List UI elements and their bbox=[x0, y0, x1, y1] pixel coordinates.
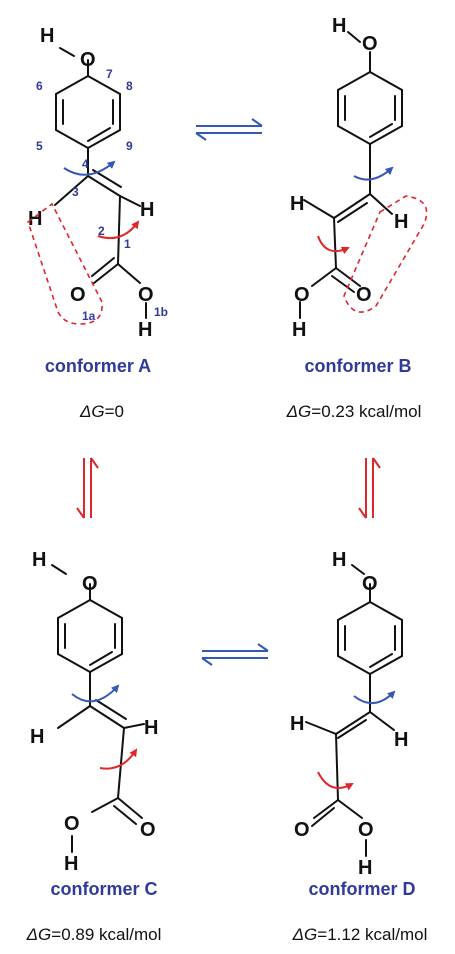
rotation-arrow-blue-b bbox=[353, 166, 394, 181]
atom-h-3-d: H bbox=[394, 729, 408, 751]
atom-h-acid-c: H bbox=[64, 853, 78, 875]
energy-symbol-b: ΔG bbox=[286, 402, 312, 421]
atom-number-1: 1 bbox=[124, 237, 131, 251]
atom-h-hydroxyl-c: H bbox=[32, 549, 46, 571]
atom-h-3-b: H bbox=[394, 211, 408, 233]
energy-symbol-d: ΔG bbox=[292, 925, 318, 944]
atom-o-hydroxyl-acid-c: O bbox=[64, 813, 80, 835]
energy-symbol-c: ΔG bbox=[26, 925, 52, 944]
atom-number-6: 6 bbox=[36, 79, 43, 93]
atom-number-4: 4 bbox=[82, 157, 89, 171]
energy-value-b: =0.23 kcal/mol bbox=[311, 402, 421, 421]
equilibrium-arrow-a-b bbox=[195, 118, 263, 141]
rotation-arrow-red-c bbox=[99, 748, 138, 770]
label-1a: 1a bbox=[82, 309, 96, 323]
molecule-conformer-d: H O H H O O H bbox=[290, 549, 408, 879]
conformer-b-label: conformer B bbox=[304, 356, 411, 376]
atom-o-carbonyl-b: O bbox=[356, 284, 372, 306]
atom-o-hydroxyl-c: O bbox=[82, 573, 98, 595]
atom-number-9: 9 bbox=[126, 139, 133, 153]
conformer-a-energy: ΔG=0 bbox=[79, 402, 124, 421]
energy-value-a: =0 bbox=[105, 402, 124, 421]
atom-h-2-c: H bbox=[144, 717, 158, 739]
equilibrium-arrow-c-d bbox=[201, 643, 269, 666]
atom-h-1b-a: H bbox=[138, 319, 152, 341]
atom-o-hydroxyl-a: O bbox=[80, 49, 96, 71]
atom-number-2: 2 bbox=[98, 224, 105, 238]
atom-h-hydroxyl-b: H bbox=[332, 15, 346, 37]
molecule-conformer-a: H O H H O O H 1a 1b 1 2 3 4 5 6 7 8 9 bbox=[27, 25, 168, 341]
atom-h-acid-d: H bbox=[358, 857, 372, 879]
atom-o-hydroxyl-acid-b: O bbox=[294, 284, 310, 306]
conformer-b-energy: ΔG=0.23 kcal/mol bbox=[286, 402, 422, 421]
rotation-arrow-blue-d bbox=[353, 690, 396, 704]
rotation-arrow-blue-c bbox=[71, 684, 120, 703]
atom-number-8: 8 bbox=[126, 79, 133, 93]
energy-value-d: =1.12 kcal/mol bbox=[317, 925, 427, 944]
conformer-a-label: conformer A bbox=[45, 356, 151, 376]
rotation-arrow-red-a bbox=[97, 220, 140, 240]
rotation-arrow-red-b bbox=[317, 235, 350, 255]
atom-h-3-c: H bbox=[30, 726, 44, 748]
atom-o-1b-a: O bbox=[138, 284, 154, 306]
atom-o-carbonyl-d: O bbox=[294, 819, 310, 841]
atom-o-hydroxyl-d: O bbox=[362, 573, 378, 595]
energy-value-c: =0.89 kcal/mol bbox=[51, 925, 161, 944]
rotation-arrow-blue-a bbox=[63, 160, 116, 176]
energy-symbol-a: ΔG bbox=[79, 402, 105, 421]
atom-h-acid-b: H bbox=[292, 319, 306, 341]
atom-h-2-b: H bbox=[290, 193, 304, 215]
atom-number-3: 3 bbox=[72, 185, 79, 199]
highlight-region-b bbox=[343, 195, 428, 313]
conformer-d-label: conformer D bbox=[308, 879, 415, 899]
rotation-arrow-red-d bbox=[317, 771, 354, 791]
atom-o-hydroxyl-acid-d: O bbox=[358, 819, 374, 841]
atom-o-hydroxyl-b: O bbox=[362, 33, 378, 55]
conformer-c-label: conformer C bbox=[50, 879, 157, 899]
atom-h-hydroxyl-d: H bbox=[332, 549, 346, 571]
atom-number-7: 7 bbox=[106, 67, 113, 81]
atom-h-2-a: H bbox=[140, 199, 154, 221]
equilibrium-arrow-b-d bbox=[358, 457, 381, 519]
molecule-conformer-c: H O H H O O H bbox=[30, 549, 158, 875]
conformer-c-energy: ΔG=0.89 kcal/mol bbox=[26, 925, 162, 944]
equilibrium-arrow-a-c bbox=[76, 457, 99, 519]
atom-h-2-d: H bbox=[290, 713, 304, 735]
atom-h-hydroxyl-a: H bbox=[40, 25, 54, 47]
conformer-d-energy: ΔG=1.12 kcal/mol bbox=[292, 925, 428, 944]
atom-o-carbonyl-c: O bbox=[140, 819, 156, 841]
molecule-conformer-b: H O H H O O H bbox=[290, 15, 428, 341]
label-1b: 1b bbox=[154, 305, 168, 319]
atom-o-1a-a: O bbox=[70, 284, 86, 306]
atom-number-5: 5 bbox=[36, 139, 43, 153]
